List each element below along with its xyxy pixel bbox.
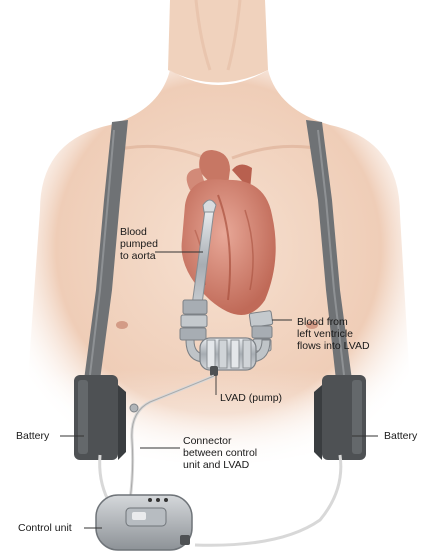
lvad-pump-label: LVAD (pump) bbox=[220, 392, 282, 404]
connector-label: Connector between control unit and LVAD bbox=[183, 435, 257, 471]
control-unit-label: Control unit bbox=[18, 522, 72, 534]
blood-pumped-label: Blood pumped to aorta bbox=[120, 226, 158, 262]
connector-plug bbox=[130, 404, 138, 412]
battery-left-label: Battery bbox=[16, 430, 49, 442]
blood-from-ventricle-label: Blood from left ventricle flows into LVA… bbox=[297, 316, 370, 352]
control-unit bbox=[96, 495, 192, 550]
right-battery bbox=[314, 375, 366, 460]
battery-right-label: Battery bbox=[384, 430, 417, 442]
left-battery bbox=[74, 375, 126, 460]
